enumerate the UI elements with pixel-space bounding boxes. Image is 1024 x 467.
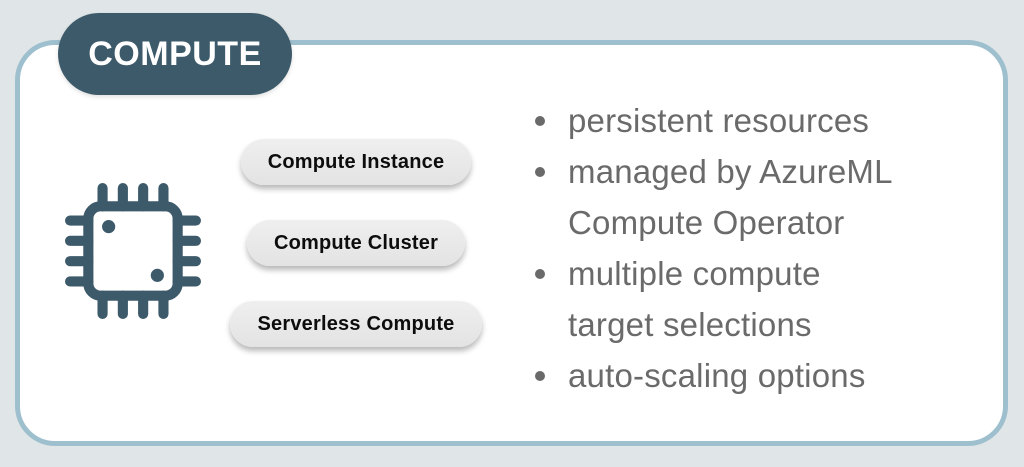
pill-compute-instance-label: Compute Instance bbox=[267, 150, 445, 173]
cpu-chip-icon bbox=[65, 183, 201, 319]
pill-serverless-compute-label: Serverless Compute bbox=[257, 312, 455, 335]
pill-compute-cluster: Compute Cluster bbox=[246, 220, 466, 266]
list-item: persistent resources bbox=[528, 95, 978, 146]
pill-compute-instance: Compute Instance bbox=[240, 139, 472, 185]
list-item-text: multiple compute bbox=[568, 255, 821, 292]
list-item: auto-scaling options bbox=[528, 350, 978, 401]
list-item: managed by AzureML Compute Operator bbox=[528, 146, 978, 248]
pill-compute-cluster-label: Compute Cluster bbox=[273, 231, 439, 254]
list-item-text: Compute Operator bbox=[568, 204, 845, 241]
compute-badge-label: COMPUTE bbox=[88, 34, 262, 73]
list-item-text: target selections bbox=[568, 306, 812, 343]
list-item-text: auto-scaling options bbox=[568, 357, 866, 394]
list-item: multiple compute target selections bbox=[528, 248, 978, 350]
list-item-text: persistent resources bbox=[568, 102, 870, 139]
compute-feature-list: persistent resources managed by AzureML … bbox=[528, 95, 978, 401]
list-item-text: managed by AzureML bbox=[568, 153, 893, 190]
pill-serverless-compute: Serverless Compute bbox=[230, 301, 482, 347]
compute-type-pills: Compute Instance Compute Cluster Serverl… bbox=[230, 139, 482, 347]
compute-badge: COMPUTE bbox=[58, 13, 292, 95]
